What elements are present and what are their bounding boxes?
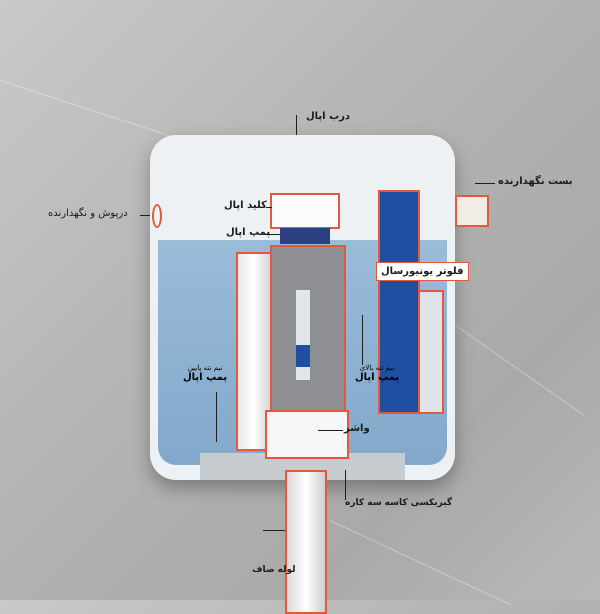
label-straight-pipe: لوله صاف — [252, 565, 296, 575]
label-gearbox: گیربکسی کاسه سه کاره — [345, 498, 453, 508]
cap-holder-part — [152, 204, 162, 228]
label-washer: واشر — [344, 423, 370, 434]
label-cap-holder: درپوش و نگهدارنده — [48, 208, 128, 219]
label-upper-body: نیم تنه بالای پمپ اپال — [355, 364, 399, 383]
label-pump: پمپ اپال — [226, 227, 271, 238]
label-upper-body-line1: نیم تنه بالای — [359, 364, 395, 372]
pump-top — [280, 228, 330, 244]
leader-line — [318, 430, 343, 431]
holder-clamp-part — [455, 195, 489, 227]
leader-line — [266, 207, 272, 208]
label-holder-clamp: بست نگهدارنده — [498, 176, 573, 187]
pump-base — [265, 410, 349, 459]
leader-line — [362, 315, 363, 365]
leader-line — [263, 530, 285, 531]
label-button: کلید اپال — [224, 200, 267, 211]
float-valve-tube — [418, 290, 444, 414]
straight-pipe — [285, 470, 327, 614]
label-lower-body-line2: پمپ اپال — [183, 372, 228, 383]
label-lid: درب اپال — [306, 111, 351, 122]
leader-line — [345, 470, 346, 500]
leader-line — [140, 215, 150, 216]
leader-line — [296, 115, 297, 135]
label-float-valve: فلوتر یونیورسال — [376, 262, 469, 281]
leader-line — [216, 392, 217, 442]
leader-line — [475, 183, 495, 184]
label-upper-body-line2: پمپ اپال — [355, 372, 400, 383]
marble-vein — [329, 520, 512, 606]
pump-float — [296, 345, 310, 367]
label-lower-body: نیم تنه پایین پمپ اپال — [183, 364, 227, 383]
leader-line — [266, 234, 280, 235]
flush-button — [270, 193, 340, 229]
label-lower-body-line1: نیم تنه پایین — [187, 364, 223, 372]
